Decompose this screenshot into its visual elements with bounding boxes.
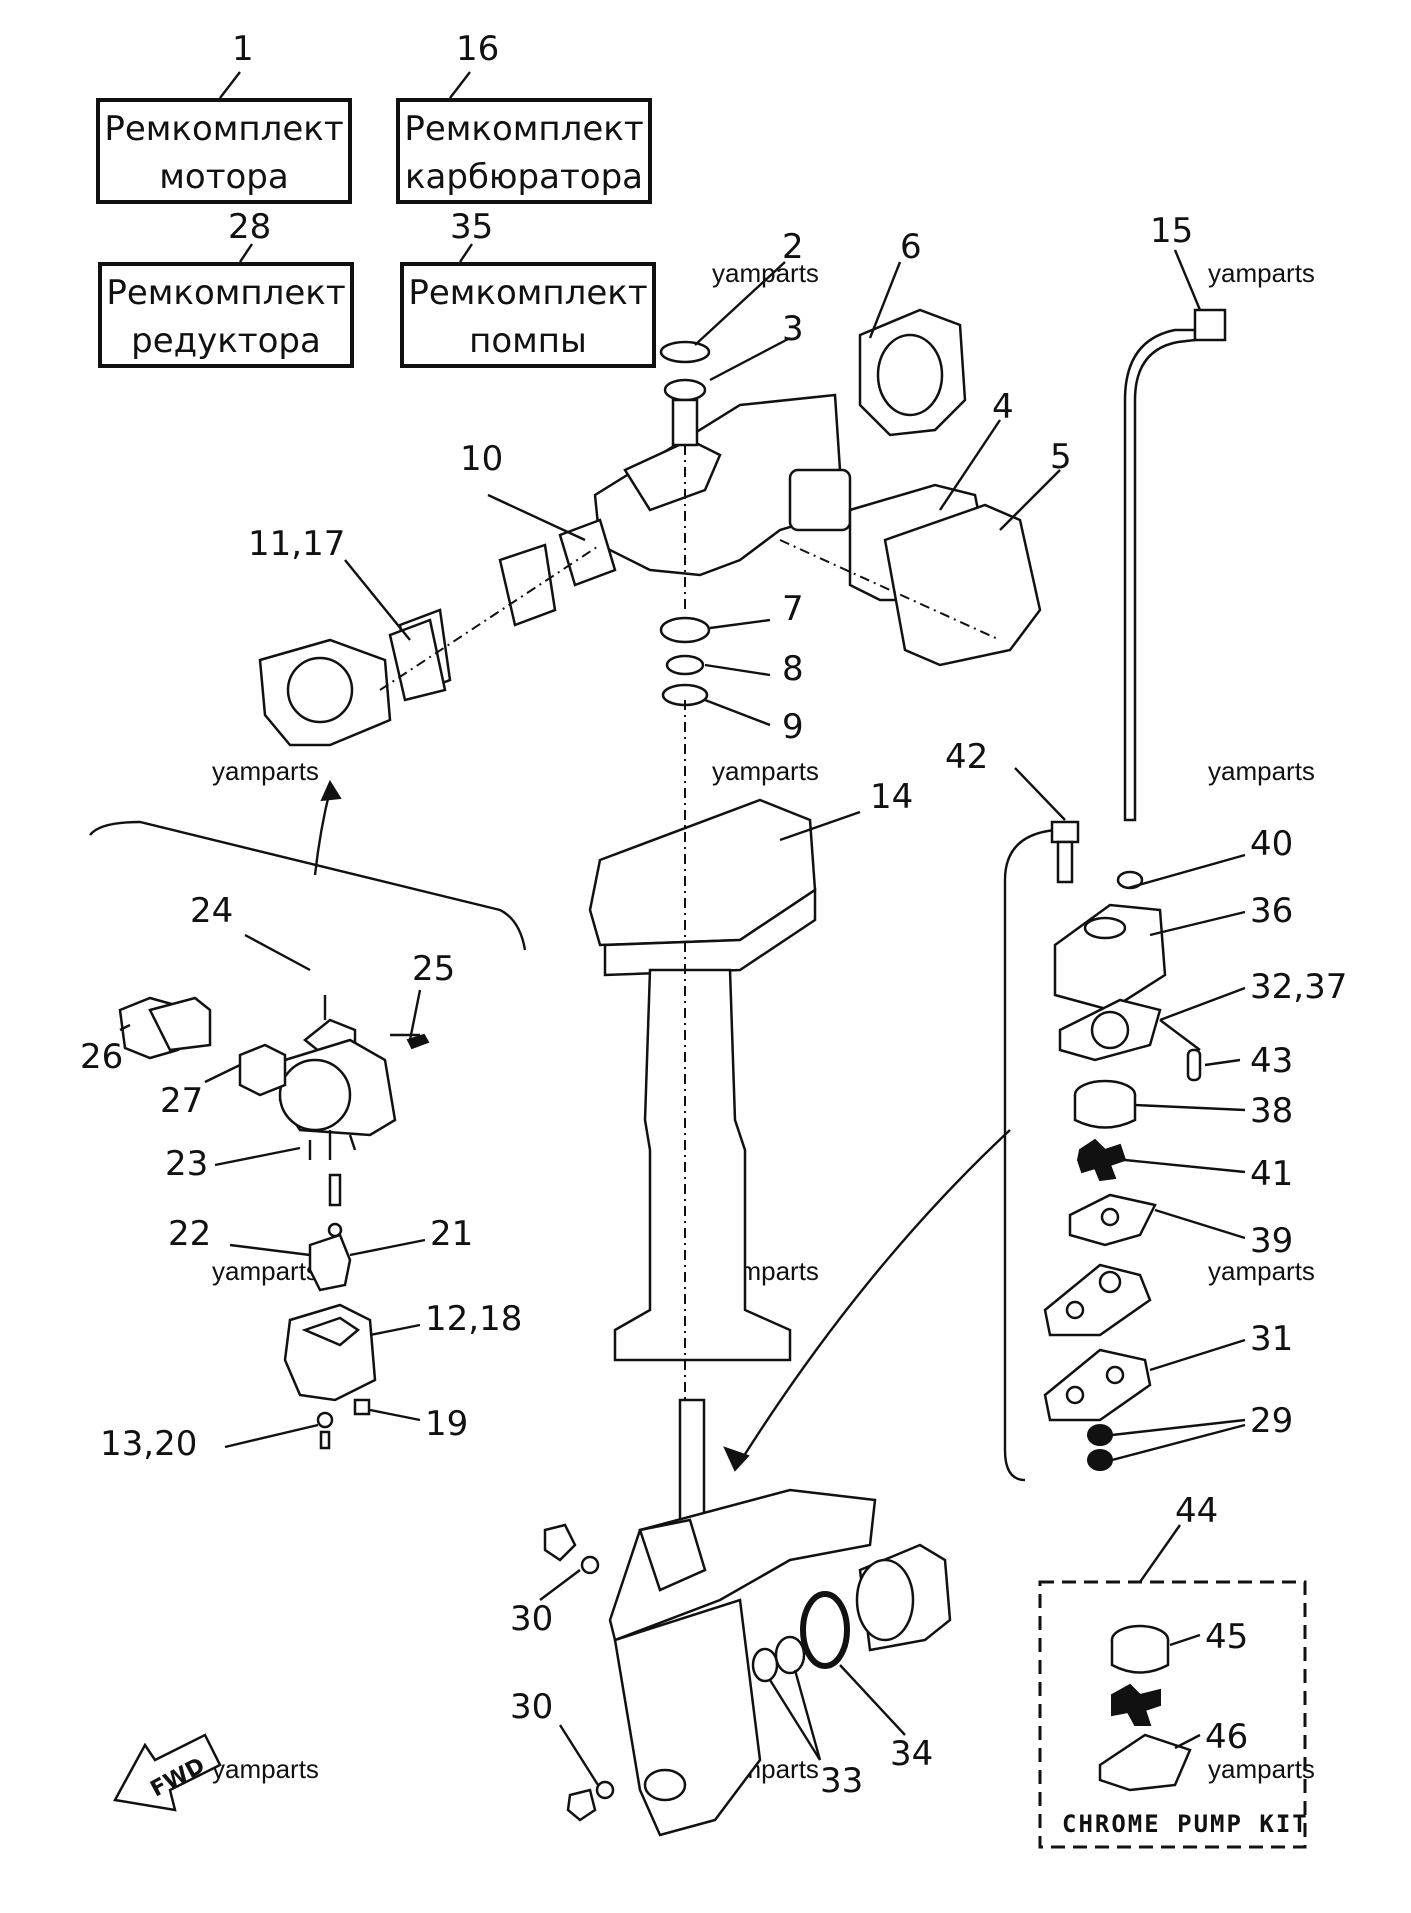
callout-27: 27 bbox=[160, 1081, 203, 1121]
watermark: yamparts bbox=[712, 756, 819, 786]
watermarks: yamparts yamparts yamparts yamparts yamp… bbox=[212, 258, 1315, 1784]
kit-box-gearbox: Ремкомплект редуктора bbox=[98, 262, 354, 368]
callout-29: 29 bbox=[1250, 1401, 1293, 1441]
callout-11-17: 11,17 bbox=[248, 524, 345, 564]
callout-32-37: 32,37 bbox=[1250, 967, 1347, 1007]
lower-unit bbox=[543, 1129, 1011, 1837]
callout-numbers: 2 3 4 5 6 7 8 9 10 11,17 12,18 13,20 14 … bbox=[80, 211, 1347, 1801]
callout-30-lower: 30 bbox=[510, 1687, 553, 1727]
watermark: yamparts bbox=[1208, 258, 1315, 288]
callout-40: 40 bbox=[1250, 824, 1293, 864]
kit-numbers: 1 16 28 35 bbox=[228, 29, 499, 247]
callout-30-upper: 30 bbox=[510, 1599, 553, 1639]
kit-box-motor: Ремкомплект мотора bbox=[96, 98, 352, 204]
callout-39: 39 bbox=[1250, 1221, 1293, 1261]
kit-title: Ремкомплект bbox=[404, 109, 644, 149]
chrome-pump-kit: CHROME PUMP KIT bbox=[1038, 1524, 1309, 1849]
kit-number: 16 bbox=[456, 29, 499, 69]
watermark: yamparts bbox=[212, 756, 319, 786]
callout-19: 19 bbox=[425, 1404, 468, 1444]
watermark: yamparts bbox=[1208, 1256, 1315, 1286]
callout-38: 38 bbox=[1250, 1091, 1293, 1131]
kit-title: Ремкомплект bbox=[408, 273, 648, 313]
fwd-arrow: FWD bbox=[113, 1733, 222, 1812]
watermark: yamparts bbox=[212, 1256, 319, 1286]
callout-46: 46 bbox=[1205, 1717, 1248, 1757]
callout-22: 22 bbox=[168, 1214, 211, 1254]
callout-5: 5 bbox=[1050, 437, 1072, 477]
callout-12-18: 12,18 bbox=[425, 1299, 522, 1339]
watermark: yamparts bbox=[212, 1754, 319, 1784]
callout-43: 43 bbox=[1250, 1041, 1293, 1081]
kit-number: 28 bbox=[228, 207, 271, 247]
callout-26: 26 bbox=[80, 1037, 123, 1077]
callout-13-20: 13,20 bbox=[100, 1424, 197, 1464]
callout-21: 21 bbox=[430, 1214, 473, 1254]
callout-36: 36 bbox=[1250, 891, 1293, 931]
kit-subtitle: редуктора bbox=[131, 321, 321, 361]
callout-23: 23 bbox=[165, 1144, 208, 1184]
callout-3: 3 bbox=[782, 309, 804, 349]
callout-42: 42 bbox=[945, 737, 988, 777]
callout-8: 8 bbox=[782, 649, 804, 689]
kit-subtitle: мотора bbox=[159, 157, 289, 197]
callout-4: 4 bbox=[992, 387, 1014, 427]
kit-number: 35 bbox=[450, 207, 493, 247]
callout-34: 34 bbox=[890, 1734, 933, 1774]
kit-subtitle: помпы bbox=[469, 321, 587, 361]
callout-7: 7 bbox=[782, 589, 804, 629]
kit-title: Ремкомплект bbox=[104, 109, 344, 149]
tube-15 bbox=[1123, 308, 1227, 822]
watermark: yamparts bbox=[1208, 756, 1315, 786]
callout-10: 10 bbox=[460, 439, 503, 479]
kit-number: 1 bbox=[232, 29, 254, 69]
callout-25: 25 bbox=[412, 949, 455, 989]
chrome-pump-kit-label: CHROME PUMP KIT bbox=[1062, 1810, 1309, 1838]
callout-9: 9 bbox=[782, 707, 804, 747]
callout-31: 31 bbox=[1250, 1319, 1293, 1359]
carburetor-assembly bbox=[89, 779, 527, 1450]
callout-2: 2 bbox=[782, 227, 804, 267]
watermark: yamparts bbox=[1208, 1754, 1315, 1784]
water-pump-assembly bbox=[1003, 767, 1246, 1482]
seals-7-8-9 bbox=[659, 616, 711, 707]
kit-title: Ремкомплект bbox=[106, 273, 346, 313]
callout-15: 15 bbox=[1150, 211, 1193, 251]
callout-41: 41 bbox=[1250, 1154, 1293, 1194]
watermark: yamparts bbox=[712, 258, 819, 288]
kit-box-pump: Ремкомплект помпы bbox=[400, 262, 656, 368]
callout-44: 44 bbox=[1175, 1491, 1218, 1531]
kit-leaders bbox=[219, 71, 473, 263]
kit-box-carburetor: Ремкомплект карбюратора bbox=[396, 98, 652, 204]
callout-24: 24 bbox=[190, 891, 233, 931]
callout-6: 6 bbox=[900, 227, 922, 267]
callout-33: 33 bbox=[820, 1761, 863, 1801]
drive-shaft-housing bbox=[588, 700, 817, 1522]
callout-leaders bbox=[119, 249, 1202, 1786]
upper-casing-assembly bbox=[258, 308, 1042, 747]
kit-subtitle: карбюратора bbox=[405, 157, 643, 197]
callout-14: 14 bbox=[870, 777, 913, 817]
callout-45: 45 bbox=[1205, 1617, 1248, 1657]
